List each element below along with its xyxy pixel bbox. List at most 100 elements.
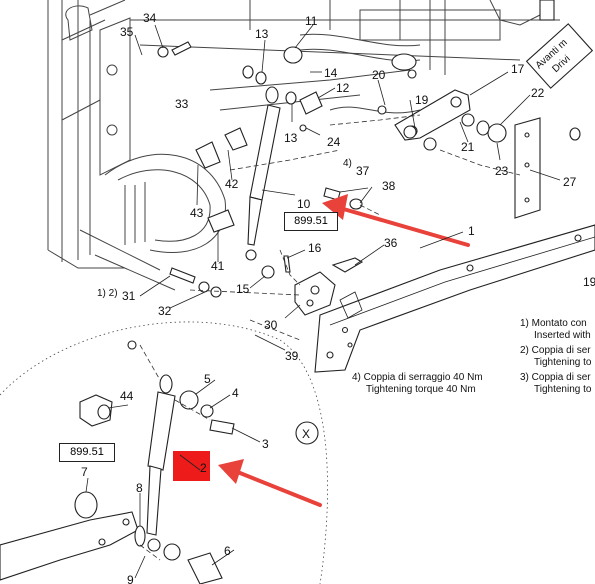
washer — [242, 65, 254, 79]
callout-2: 2 — [200, 461, 207, 475]
plate-hole — [310, 285, 320, 295]
gas-spring-lower — [146, 374, 176, 552]
bolt-31 — [169, 267, 196, 284]
fitting-thread — [97, 404, 111, 420]
assembly-line — [139, 344, 211, 561]
washer-32 — [210, 286, 222, 298]
callout-37-note: 4) — [343, 158, 352, 169]
bushing-23 — [487, 123, 507, 143]
washer-5 — [179, 390, 199, 410]
callout-3: 3 — [262, 437, 269, 451]
red-arrow-lower — [218, 459, 322, 507]
note-3-italian: 3) Coppia di ser — [520, 372, 591, 383]
bracket-hole — [98, 538, 106, 546]
washer — [127, 340, 137, 350]
callout-10: 10 — [297, 197, 311, 211]
gas-spring-upper — [245, 86, 281, 261]
pin-6 — [187, 552, 223, 584]
callout-32: 32 — [158, 304, 172, 318]
detail-marker — [295, 421, 319, 445]
washer — [569, 127, 581, 141]
callout-41: 41 — [211, 259, 225, 273]
elbow-fitting — [224, 127, 248, 151]
ring-7 — [74, 491, 98, 519]
plate-hole — [524, 197, 530, 203]
plate-27 — [514, 117, 541, 219]
assembly-line — [359, 204, 381, 216]
callout-39: 39 — [285, 349, 299, 363]
red-arrow-upper — [322, 194, 470, 247]
callout-17: 17 — [511, 62, 525, 76]
assembly-line — [229, 149, 341, 171]
callout-6: 6 — [224, 544, 231, 558]
pin-12 — [299, 91, 323, 115]
callout-42: 42 — [225, 177, 239, 191]
washer — [285, 91, 297, 105]
callout-12: 12 — [336, 81, 350, 95]
callout-11: 11 — [305, 14, 318, 28]
note-4-italian: 4) Coppia di serraggio 40 Nm — [352, 372, 483, 383]
callout-33: 33 — [175, 97, 189, 111]
washer-21 — [423, 137, 437, 151]
assembly-line — [439, 149, 521, 176]
plate-hole — [524, 162, 530, 168]
main-arm — [314, 224, 595, 373]
bracket-36 — [331, 257, 364, 273]
leader-lines — [85, 24, 561, 579]
detail-marker-label: X — [302, 427, 310, 441]
washer-20 — [403, 125, 417, 139]
callout-43: 43 — [190, 206, 204, 220]
note-1-italian: 1) Montato con — [520, 318, 587, 329]
reference-box-lower: 899.51 — [59, 443, 115, 462]
washer-21 — [461, 113, 475, 127]
washer-22 — [476, 120, 490, 136]
callout-21: 21 — [461, 140, 475, 154]
elbow-fitting — [195, 141, 221, 169]
note-4: 4) Coppia di serraggio 40 Nm Tightening … — [352, 372, 483, 396]
cover-plate — [391, 53, 417, 71]
washer-15 — [261, 265, 275, 279]
note-4-english: Tightening torque 40 Nm — [366, 384, 476, 395]
plate-hole — [306, 299, 314, 307]
bushing-lower — [163, 543, 181, 561]
callout-27: 27 — [563, 175, 577, 189]
washer — [157, 46, 169, 58]
callout-labels: 34 35 33 11 13 14 12 13 24 20 19 17 22 2… — [81, 11, 595, 584]
callout-36: 36 — [384, 236, 398, 250]
direction-tag: Avanti m Drivi — [525, 23, 594, 89]
note-2-italian: 2) Coppia di ser — [520, 345, 591, 356]
callout-20: 20 — [372, 68, 386, 82]
callout-1: 1 — [468, 224, 475, 238]
callout-15: 15 — [236, 282, 250, 296]
callout-9: 9 — [127, 573, 134, 584]
callout-7: 7 — [81, 465, 88, 479]
straight-fitting — [207, 209, 235, 233]
callout-14: 14 — [324, 66, 338, 80]
callout-13-top: 13 — [255, 27, 269, 41]
callout-23: 23 — [495, 164, 509, 178]
assembly-line — [249, 319, 301, 341]
washer — [407, 69, 417, 79]
pin-16 — [283, 255, 291, 273]
callout-38: 38 — [382, 179, 396, 193]
callout-19-upper: 19 — [415, 93, 429, 107]
reference-box-upper: 899.51 — [284, 212, 338, 231]
callout-22: 22 — [531, 86, 545, 100]
highlight-part-2 — [173, 451, 210, 481]
note-2-english: Tightening to — [534, 357, 592, 368]
callout-44: 44 — [120, 389, 134, 403]
callout-5: 5 — [204, 372, 211, 386]
callout-4: 4 — [232, 386, 239, 400]
note-2: 2) Coppia di ser Tightening to — [520, 345, 591, 369]
callout-24: 24 — [327, 135, 341, 149]
washer-8 — [134, 525, 146, 547]
machine-frame — [47, 0, 226, 291]
note-1: 1) Montato con Inserted with — [520, 318, 591, 342]
callout-37: 37 — [356, 164, 370, 178]
callout-8: 8 — [136, 481, 143, 495]
callout-13-bottom: 13 — [284, 131, 298, 145]
callout-31-note: 1) 2) — [97, 288, 118, 299]
nut-24 — [299, 124, 307, 132]
upper-frame — [130, 0, 560, 114]
callout-35: 35 — [120, 25, 134, 39]
